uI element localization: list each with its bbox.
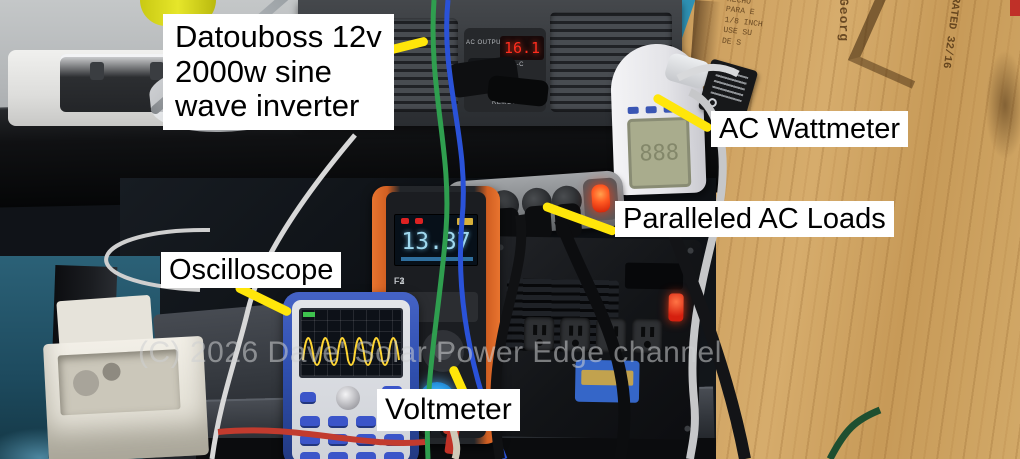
scope-button bbox=[384, 452, 404, 459]
scope-button bbox=[300, 452, 320, 459]
wattmeter-lcd-digits: 888 bbox=[638, 140, 680, 167]
scope-button bbox=[328, 416, 348, 428]
f3-key: F3 bbox=[394, 276, 405, 286]
f1-key: F1 bbox=[394, 276, 405, 286]
plywood-stain bbox=[985, 50, 1020, 160]
scope-button bbox=[328, 452, 348, 459]
screen-bar bbox=[401, 257, 473, 261]
scope-button bbox=[384, 434, 404, 446]
wattmeter-button bbox=[645, 106, 657, 114]
strip-power-switch bbox=[590, 183, 611, 213]
tag-logo bbox=[706, 97, 718, 109]
f2-key: F2 bbox=[394, 276, 405, 286]
outlet-slot bbox=[614, 326, 619, 337]
record-led bbox=[401, 218, 409, 224]
scope-button bbox=[356, 434, 376, 446]
wattmeter-label: AC Wattmeter bbox=[711, 111, 909, 148]
scope-button bbox=[328, 434, 348, 446]
battery-bolt bbox=[90, 62, 104, 80]
voltmeter-reading: 13.37 bbox=[401, 229, 471, 255]
voltmeter-label: Voltmeter bbox=[377, 389, 520, 431]
scope-button-row bbox=[300, 434, 404, 446]
red-stamp-mark bbox=[1010, 0, 1020, 16]
outlet-slot bbox=[569, 325, 574, 336]
battery-bolt bbox=[150, 62, 164, 80]
scope-button bbox=[300, 434, 320, 446]
battery-icon bbox=[457, 218, 473, 225]
strip-switch-housing bbox=[582, 177, 620, 222]
scope-button bbox=[300, 416, 320, 428]
copyright-watermark: (C) 2026 Dave' Solar Power Edge channel bbox=[138, 336, 722, 369]
screw bbox=[684, 425, 691, 432]
oscilloscope-label: Oscilloscope bbox=[161, 252, 342, 289]
voltmeter-screen: 13.37 bbox=[394, 214, 478, 266]
outlet-slot bbox=[578, 325, 583, 336]
scope-button bbox=[356, 416, 376, 428]
record-led bbox=[415, 218, 423, 224]
loads-display-window bbox=[624, 262, 684, 290]
oscilloscope-device bbox=[283, 292, 419, 459]
outlet-slot bbox=[542, 325, 547, 336]
oscilloscope-panel bbox=[292, 300, 410, 459]
loads-rocker-switch bbox=[668, 293, 684, 322]
outlet-slot bbox=[605, 326, 610, 337]
scope-dial bbox=[336, 386, 360, 410]
scope-button bbox=[356, 452, 376, 459]
loads-label: Paralleled AC Loads bbox=[615, 201, 894, 238]
wattmeter-lcd: 888 bbox=[626, 116, 692, 190]
plywood-stamp-georgia: Georg bbox=[836, 0, 851, 43]
tag-text-lines bbox=[710, 68, 749, 103]
wattmeter-button bbox=[627, 106, 639, 115]
scope-button bbox=[300, 392, 316, 404]
outlet-slot bbox=[533, 324, 538, 336]
screw bbox=[687, 247, 694, 254]
terminal-plate bbox=[581, 369, 634, 386]
inverter-label: Datouboss 12v 2000w sine wave inverter bbox=[163, 14, 394, 131]
scope-button-row bbox=[300, 452, 404, 459]
